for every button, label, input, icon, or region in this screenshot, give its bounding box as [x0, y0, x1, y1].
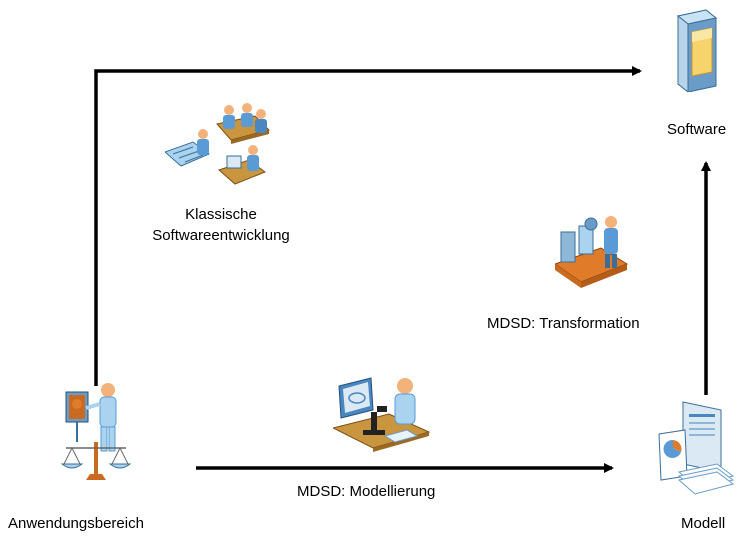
domain-label: Anwendungsbereich [8, 515, 144, 532]
software-box-icon [676, 9, 718, 92]
modelling-label: MDSD: Modellierung [297, 483, 436, 500]
presenter-scales-icon [60, 383, 132, 480]
classic-label-line2: Softwareentwicklung [152, 227, 290, 244]
transformation-label: MDSD: Transformation [487, 315, 640, 332]
classic-label-line1: Klassische [185, 206, 257, 223]
factory-workers-icon [555, 216, 629, 288]
scientist-microscope-icon [333, 377, 431, 452]
software-label: Software [667, 121, 727, 138]
model-label: Modell [681, 515, 726, 532]
classic-development-arrow [94, 66, 642, 386]
team-development-icon [165, 103, 270, 185]
model-documents-icon [658, 401, 735, 495]
